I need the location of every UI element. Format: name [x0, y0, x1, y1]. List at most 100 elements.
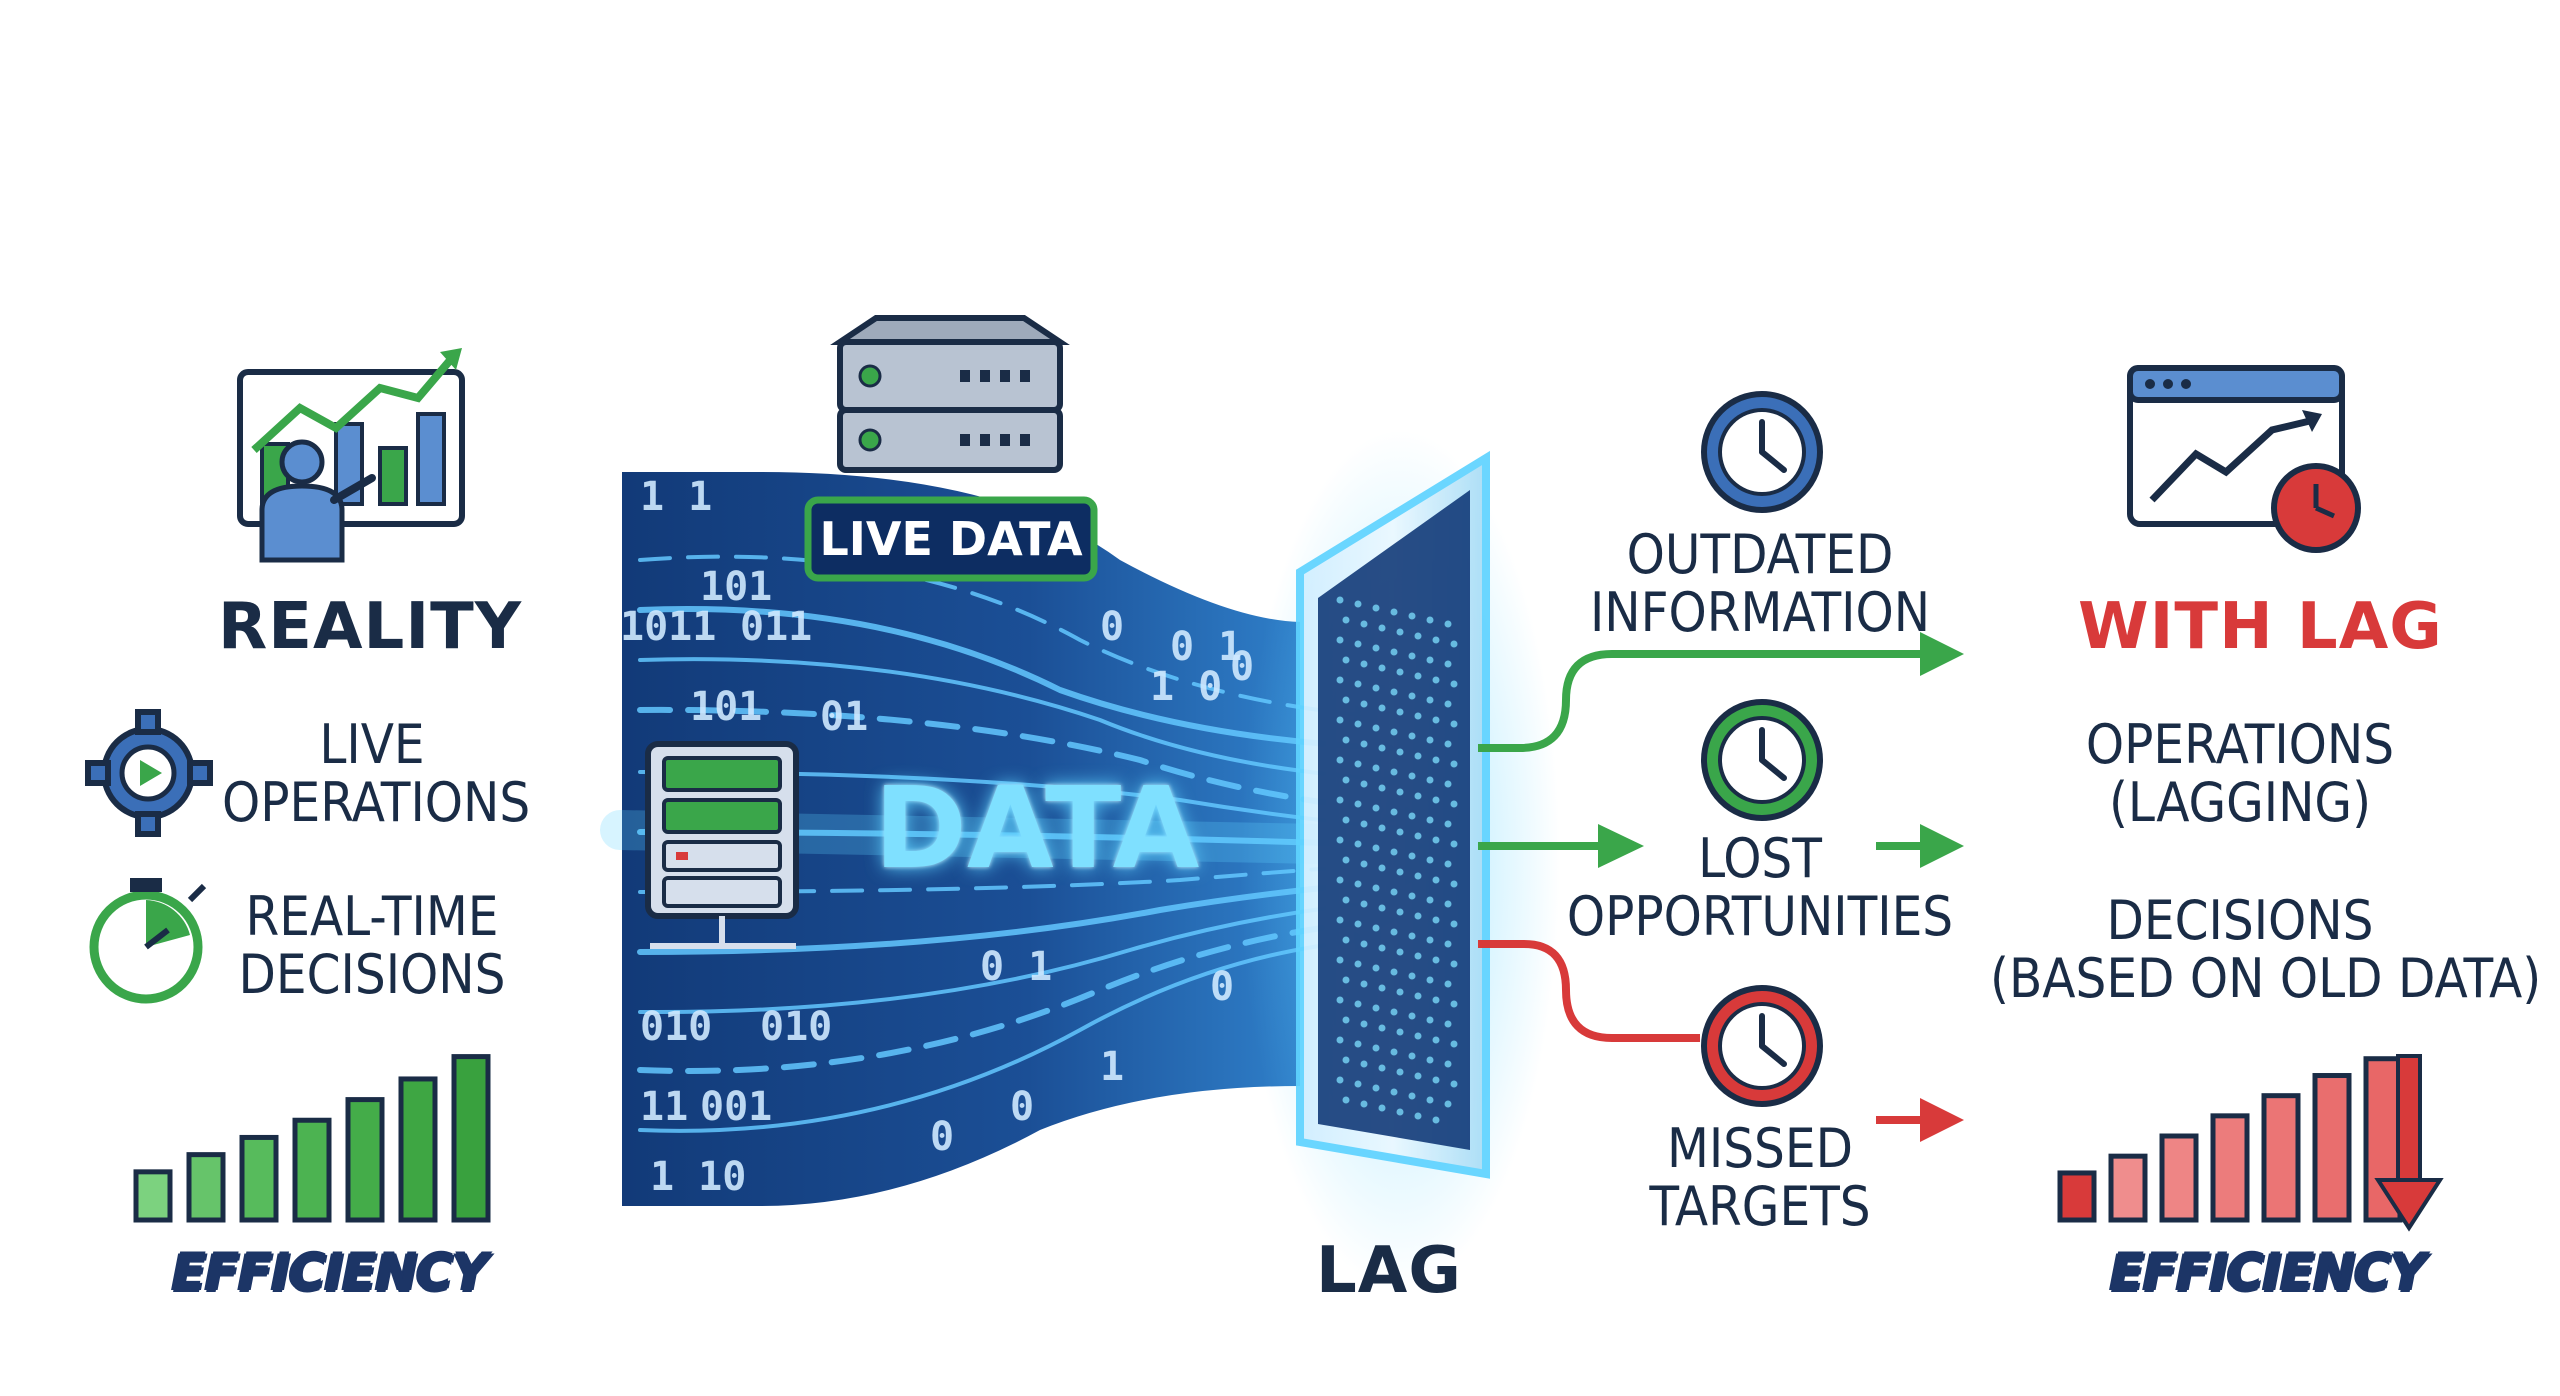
lag-panel-dot	[1372, 804, 1380, 812]
efficiency-bar	[239, 1134, 279, 1223]
lag-panel-dot	[1414, 832, 1422, 840]
lag-panel-dot	[1450, 1080, 1458, 1088]
lag-panel-dot	[1336, 1036, 1344, 1044]
lag-panel-dot	[1354, 760, 1362, 768]
lag-panel-dot	[1408, 692, 1416, 700]
lag-panel-dot	[1342, 736, 1350, 744]
lag-panel-dot	[1342, 816, 1350, 824]
gear-play-icon	[85, 709, 213, 837]
reality-item-line: OPERATIONS	[222, 771, 531, 834]
lag-panel-dot	[1354, 1000, 1362, 1008]
lag-panel-dot	[1408, 1012, 1416, 1020]
lag-panel-dot	[1414, 872, 1422, 880]
lag-panel-dot	[1450, 1040, 1458, 1048]
lag-panel-dot	[1390, 648, 1398, 656]
lag-panel-dot	[1342, 1016, 1350, 1024]
lag-panel-dot	[1408, 932, 1416, 940]
lag-panel-dot	[1360, 980, 1368, 988]
lag-panel-dot	[1444, 820, 1452, 828]
lag-panel-dot	[1444, 980, 1452, 988]
lag-panel-dot	[1378, 1104, 1386, 1112]
lag-panel-dot	[1396, 748, 1404, 756]
efficiency-bar	[451, 1054, 491, 1223]
lag-panel-dot	[1396, 668, 1404, 676]
lag-panel-dot	[1432, 996, 1440, 1004]
with-lag-item-line: (BASED ON OLD DATA)	[1990, 947, 2542, 1010]
efficiency-bar	[2159, 1133, 2199, 1223]
lag-panel-dot	[1408, 892, 1416, 900]
binary-digits: 0	[930, 1114, 954, 1160]
lag-panel-dot	[1354, 800, 1362, 808]
lag-panel-dot	[1432, 756, 1440, 764]
lag-panel-dot	[1396, 828, 1404, 836]
binary-digits: 010	[760, 1004, 832, 1050]
lag-panel-dot	[1408, 1052, 1416, 1060]
efficiency-bar	[2108, 1153, 2148, 1223]
efficiency-bar	[345, 1097, 385, 1223]
lag-panel-dot	[1378, 864, 1386, 872]
lag-panel-dot	[1414, 712, 1422, 720]
lag-panel-dot	[1378, 984, 1386, 992]
lag-panel-dot	[1390, 1048, 1398, 1056]
lag-panel-dot	[1444, 900, 1452, 908]
lag-panel-dot	[1390, 1088, 1398, 1096]
lag-panel-dot	[1450, 680, 1458, 688]
binary-digits: 0	[1100, 604, 1124, 650]
lag-panel-dot	[1372, 964, 1380, 972]
lag-panel-dot	[1354, 1080, 1362, 1088]
lag-panel-dot	[1396, 628, 1404, 636]
lag-panel-dot	[1450, 920, 1458, 928]
with-lag-item-decisions: DECISIONS (BASED ON OLD DATA)	[1990, 892, 2542, 1010]
lag-panel-dot	[1378, 1024, 1386, 1032]
lag-panel-dot	[1444, 780, 1452, 788]
arrow-outdated	[1478, 632, 1964, 752]
lag-panel-dot	[1444, 940, 1452, 948]
lag-panel-dot	[1450, 640, 1458, 648]
stopwatch-icon	[89, 878, 207, 1004]
lag-panel-dot	[1426, 736, 1434, 744]
lag-panel-dot	[1432, 1036, 1440, 1044]
lag-panel-dot	[1360, 700, 1368, 708]
lag-panel-dot	[1426, 936, 1434, 944]
lag-panel-dot	[1354, 680, 1362, 688]
binary-digits: 1 0	[1150, 664, 1222, 710]
lag-panel-dot	[1342, 1096, 1350, 1104]
lag-panel-dot	[1426, 696, 1434, 704]
efficiency-bar	[398, 1076, 438, 1223]
lag-panel-dot	[1408, 812, 1416, 820]
binary-digits: 0	[1010, 1084, 1034, 1130]
binary-digits: 0	[1230, 644, 1254, 690]
lag-panel-dot	[1450, 960, 1458, 968]
lag-panel-dot	[1354, 920, 1362, 928]
lag-panel-dot	[1396, 788, 1404, 796]
with-lag-item-operations: OPERATIONS (LAGGING)	[2000, 716, 2480, 832]
lag-panel-dot	[1378, 704, 1386, 712]
lag-panel-dot	[1444, 740, 1452, 748]
lag-panel-dot	[1414, 1032, 1422, 1040]
lag-panel-dot	[1336, 716, 1344, 724]
lag-panel-dot	[1360, 900, 1368, 908]
binary-digits: 001	[700, 1084, 772, 1130]
lag-panel-dot	[1432, 796, 1440, 804]
impact-line: OPPORTUNITIES	[1566, 885, 1954, 948]
lag-panel-dot	[1342, 696, 1350, 704]
impact-lost-opportunities: LOST OPPORTUNITIES	[1560, 830, 1960, 946]
reality-item-live-operations: LIVE OPERATIONS	[222, 716, 531, 834]
lag-panel-dot	[1360, 940, 1368, 948]
lag-panel-dot	[1390, 768, 1398, 776]
with-lag-title: WITH LAG	[2078, 590, 2443, 664]
lag-panel-dot	[1432, 1116, 1440, 1124]
lag-panel-dot	[1372, 844, 1380, 852]
lag-panel-dot	[1360, 740, 1368, 748]
efficiency-bars-reality	[133, 1054, 491, 1223]
lag-panel-dot	[1426, 1056, 1434, 1064]
lag-panel-dot	[1390, 1008, 1398, 1016]
lag-panel-dot	[1432, 636, 1440, 644]
with-lag-item-line: (LAGGING)	[2108, 771, 2372, 834]
lag-panel-dot	[1432, 716, 1440, 724]
lag-panel-dot	[1414, 952, 1422, 960]
lag-panel-dot	[1450, 720, 1458, 728]
lag-panel-dot	[1390, 728, 1398, 736]
lag-panel-dot	[1408, 772, 1416, 780]
